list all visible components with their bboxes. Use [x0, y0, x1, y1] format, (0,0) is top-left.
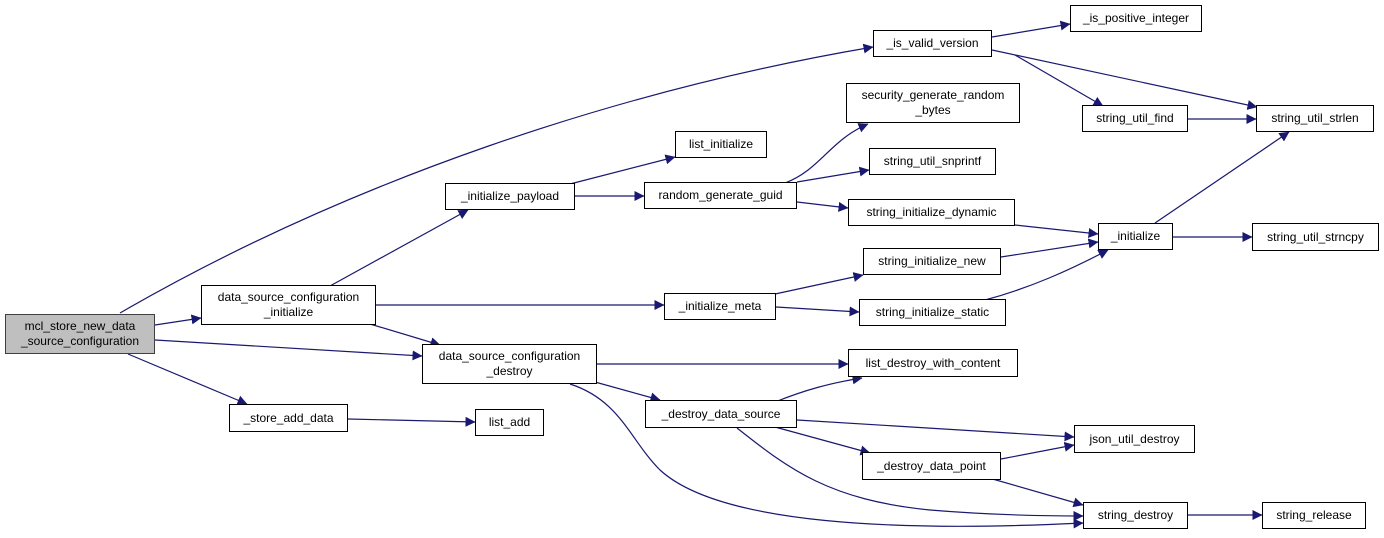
node-string-util-snprintf[interactable]: string_util_snprintf [869, 148, 996, 175]
node-list-destroy-with-content[interactable]: list_destroy_with_content [848, 349, 1018, 377]
edge-destroy-data-source-json-util-destroy [796, 419, 1075, 442]
edge-destroy-data-point-string-destroy [981, 475, 1084, 508]
node-data-source-configuration-initialize[interactable]: data_source_configuration _initialize [201, 285, 376, 325]
edge-initialize-meta-string-initialize-static [775, 306, 860, 317]
edge-guid-security-bytes [784, 123, 869, 184]
node-is-valid-version[interactable]: _is_valid_version [873, 30, 992, 57]
edge-dsc-destroy-destroy-data-source [594, 381, 661, 403]
edge-is-valid-version-is-positive-integer [991, 20, 1071, 38]
node-initialize-payload[interactable]: _initialize_payload [445, 183, 575, 210]
edge-guid-snprintf [796, 166, 870, 183]
node-string-util-strlen[interactable]: string_util_strlen [1256, 105, 1374, 132]
node-initialize[interactable]: _initialize [1098, 223, 1173, 250]
edge-destroy-data-source-destroy-data-point [774, 426, 871, 456]
edge-guid-string-initialize-dynamic [796, 201, 849, 212]
edge-destroy-data-source-list-destroy-with-content [774, 374, 863, 403]
node-security-generate-random-bytes[interactable]: security_generate_random _bytes [846, 83, 1020, 123]
node-string-util-find[interactable]: string_util_find [1082, 105, 1188, 132]
node-random-generate-guid[interactable]: random_generate_guid [644, 182, 797, 209]
node-list-add[interactable]: list_add [475, 409, 544, 436]
node-store-add-data[interactable]: _store_add_data [229, 404, 348, 432]
edge-root-dsc-destroy [154, 339, 423, 361]
edge-dsc-initialize-dsc-destroy [369, 323, 441, 348]
node-string-initialize-static[interactable]: string_initialize_static [859, 299, 1006, 326]
edge-root-dsc-initialize [154, 314, 202, 326]
edge-dsc-destroy-string-destroy [569, 383, 1084, 529]
edge-root-store-add-data [127, 353, 248, 405]
node-string-destroy[interactable]: string_destroy [1083, 502, 1188, 529]
node-string-initialize-dynamic[interactable]: string_initialize_dynamic [848, 199, 1015, 226]
node-data-source-configuration-destroy[interactable]: data_source_configuration _destroy [422, 344, 597, 384]
node-destroy-data-point[interactable]: _destroy_data_point [862, 452, 1001, 480]
node-mcl-store-new-data-source-configuration: mcl_store_new_data _source_configuration [5, 314, 155, 354]
edge-destroy-data-point-json-util-destroy [1000, 441, 1075, 460]
edge-string-initialize-new-initialize [1000, 238, 1099, 258]
edge-is-valid-version-strlen [991, 49, 1258, 110]
node-json-util-destroy[interactable]: json_util_destroy [1074, 425, 1195, 453]
edge-is-valid-version-string-util-find [1014, 54, 1104, 107]
node-string-release[interactable]: string_release [1262, 502, 1366, 529]
edge-dsc-initialize-initialize-payload [329, 209, 469, 287]
edge-destroy-data-source-string-destroy [736, 427, 1084, 521]
node-string-util-strncpy[interactable]: string_util_strncpy [1252, 223, 1379, 251]
edge-string-initialize-static-initialize [984, 249, 1109, 301]
node-string-initialize-new[interactable]: string_initialize_new [863, 248, 1001, 275]
node-is-positive-integer[interactable]: _is_positive_integer [1070, 5, 1202, 32]
edge-initialize-meta-string-initialize-new [774, 272, 864, 295]
node-initialize-meta[interactable]: _initialize_meta [664, 293, 776, 320]
edge-root-is-valid-version [119, 43, 874, 314]
node-list-initialize[interactable]: list_initialize [675, 131, 767, 158]
edge-initialize-payload-list-initialize [569, 154, 676, 185]
edge-initialize-strlen [1154, 131, 1290, 224]
edge-store-add-data-list-add [347, 416, 476, 427]
node-destroy-data-source[interactable]: _destroy_data_source [645, 400, 797, 428]
edge-string-initialize-dynamic-initialize [1014, 224, 1099, 238]
